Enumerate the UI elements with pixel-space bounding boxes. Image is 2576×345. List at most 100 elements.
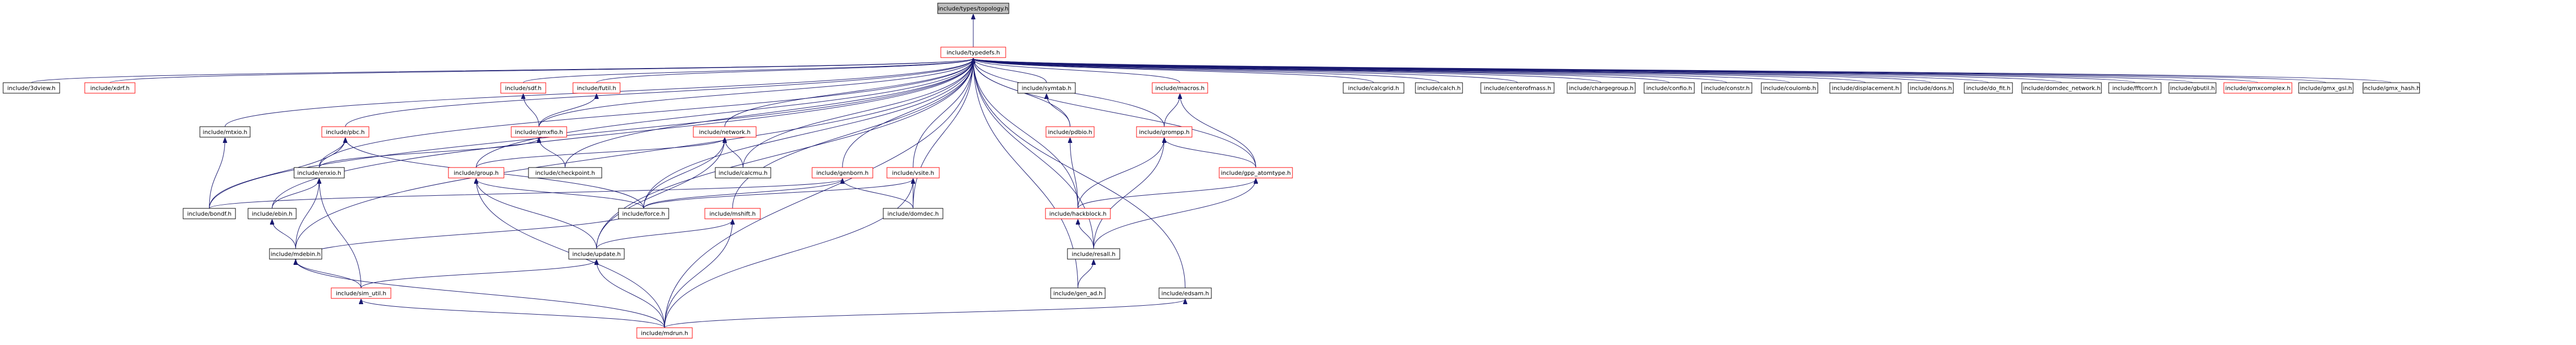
node-box[interactable] (1017, 82, 1076, 94)
node-box[interactable] (2298, 82, 2354, 94)
node-box[interactable] (1701, 82, 1752, 94)
node-mshift[interactable]: include/mshift.h (704, 208, 761, 219)
node-box[interactable] (1152, 82, 1208, 94)
node-box[interactable] (937, 3, 1009, 14)
node-box[interactable] (199, 126, 251, 138)
node-gmxfio[interactable]: include/gmxfio.h (511, 126, 567, 138)
node-box[interactable] (1761, 82, 1818, 94)
node-genborn[interactable]: include/genborn.h (812, 167, 873, 179)
node-box[interactable] (883, 208, 943, 219)
node-gmx_gsl[interactable]: include/gmx_gsl.h (2298, 82, 2354, 94)
node-gmxcomplex[interactable]: include/gmxcomplex.h (2223, 82, 2292, 94)
node-box[interactable] (248, 208, 297, 219)
node-box[interactable] (1158, 287, 1212, 299)
node-box[interactable] (940, 47, 1006, 58)
node-box[interactable] (511, 126, 567, 138)
node-domdec_network[interactable]: include/domdec_network.h (2021, 82, 2102, 94)
node-box[interactable] (1908, 82, 1954, 94)
node-box[interactable] (2223, 82, 2292, 94)
node-box[interactable] (448, 167, 504, 179)
node-box[interactable] (1567, 82, 1636, 94)
node-box[interactable] (2021, 82, 2102, 94)
node-network[interactable]: include/network.h (693, 126, 757, 138)
node-pbc[interactable]: include/pbc.h (321, 126, 369, 138)
node-box[interactable] (1067, 248, 1120, 260)
node-typedefs[interactable]: include/typedefs.h (940, 47, 1006, 58)
node-box[interactable] (84, 82, 136, 94)
node-constr[interactable]: include/constr.h (1701, 82, 1752, 94)
node-chargegroup[interactable]: include/chargegroup.h (1567, 82, 1636, 94)
node-mtxio[interactable]: include/mtxio.h (199, 126, 251, 138)
node-displacement[interactable]: include/displacement.h (1829, 82, 1902, 94)
node-box[interactable] (1045, 126, 1095, 138)
node-ebin[interactable]: include/ebin.h (248, 208, 297, 219)
node-symtab[interactable]: include/symtab.h (1017, 82, 1076, 94)
node-box[interactable] (715, 167, 771, 179)
node-box[interactable] (1045, 208, 1111, 219)
node-gen_ad[interactable]: include/gen_ad.h (1050, 287, 1106, 299)
node-dons[interactable]: include/dons.h (1908, 82, 1954, 94)
node-box[interactable] (269, 248, 322, 260)
node-macros[interactable]: include/macros.h (1152, 82, 1208, 94)
node-grompp[interactable]: include/grompp.h (1136, 126, 1193, 138)
node-box[interactable] (572, 82, 621, 94)
node-mdrun[interactable]: include/mdrun.h (636, 327, 693, 339)
node-box[interactable] (812, 167, 873, 179)
node-confio[interactable]: include/confio.h (1644, 82, 1695, 94)
node-bondf[interactable]: include/bondf.h (183, 208, 236, 219)
node-gmx_hash[interactable]: include/gmx_hash.h (2363, 82, 2420, 94)
node-box[interactable] (886, 167, 940, 179)
node-enxio[interactable]: include/enxio.h (294, 167, 345, 179)
node-box[interactable] (2168, 82, 2217, 94)
node-centerofmass[interactable]: include/centerofmass.h (1480, 82, 1555, 94)
node-box[interactable] (1829, 82, 1902, 94)
node-box[interactable] (1219, 167, 1293, 179)
node-box[interactable] (1644, 82, 1695, 94)
node-sdf[interactable]: include/sdf.h (500, 82, 546, 94)
node-mdebin[interactable]: include/mdebin.h (269, 248, 322, 260)
node-pdbio[interactable]: include/pdbio.h (1045, 126, 1095, 138)
node-vsite[interactable]: include/vsite.h (886, 167, 940, 179)
node-box[interactable] (2108, 82, 2162, 94)
node-calch[interactable]: include/calch.h (1415, 82, 1463, 94)
node-resall[interactable]: include/resall.h (1067, 248, 1120, 260)
node-hackblock[interactable]: include/hackblock.h (1045, 208, 1111, 219)
node-box[interactable] (294, 167, 345, 179)
node-box[interactable] (331, 287, 391, 299)
node-domdec[interactable]: include/domdec.h (883, 208, 943, 219)
node-calcmu[interactable]: include/calcmu.h (715, 167, 771, 179)
node-do_fit[interactable]: include/do_fit.h (1964, 82, 2013, 94)
node-xdrf[interactable]: include/xdrf.h (84, 82, 136, 94)
node-calcgrid[interactable]: include/calcgrid.h (1343, 82, 1404, 94)
node-box[interactable] (1964, 82, 2013, 94)
node-box[interactable] (693, 126, 757, 138)
node-box[interactable] (1050, 287, 1106, 299)
node-topology[interactable]: include/types/topology.h (937, 3, 1009, 14)
node-futil[interactable]: include/futil.h (572, 82, 621, 94)
node-box[interactable] (2363, 82, 2420, 94)
node-box[interactable] (183, 208, 236, 219)
node-box[interactable] (1343, 82, 1404, 94)
node-box[interactable] (636, 327, 693, 339)
node-box[interactable] (568, 248, 625, 260)
node-update[interactable]: include/update.h (568, 248, 625, 260)
node-checkpoint[interactable]: include/checkpoint.h (528, 167, 602, 179)
node-box[interactable] (321, 126, 369, 138)
node-sim_util[interactable]: include/sim_util.h (331, 287, 391, 299)
node-fftcorr[interactable]: include/fftcorr.h (2108, 82, 2162, 94)
node-box[interactable] (1136, 126, 1193, 138)
node-box[interactable] (704, 208, 761, 219)
node-box[interactable] (3, 82, 60, 94)
node-force[interactable]: include/force.h (618, 208, 669, 219)
node-box[interactable] (500, 82, 546, 94)
node-box[interactable] (618, 208, 669, 219)
node-box[interactable] (528, 167, 602, 179)
node-box[interactable] (1480, 82, 1555, 94)
node-group[interactable]: include/group.h (448, 167, 504, 179)
node-gbutil[interactable]: include/gbutil.h (2168, 82, 2217, 94)
node-3dview[interactable]: include/3dview.h (3, 82, 60, 94)
node-box[interactable] (1415, 82, 1463, 94)
node-edsam[interactable]: include/edsam.h (1158, 287, 1212, 299)
node-gpp_atomtype[interactable]: include/gpp_atomtype.h (1219, 167, 1293, 179)
node-coulomb[interactable]: include/coulomb.h (1761, 82, 1818, 94)
